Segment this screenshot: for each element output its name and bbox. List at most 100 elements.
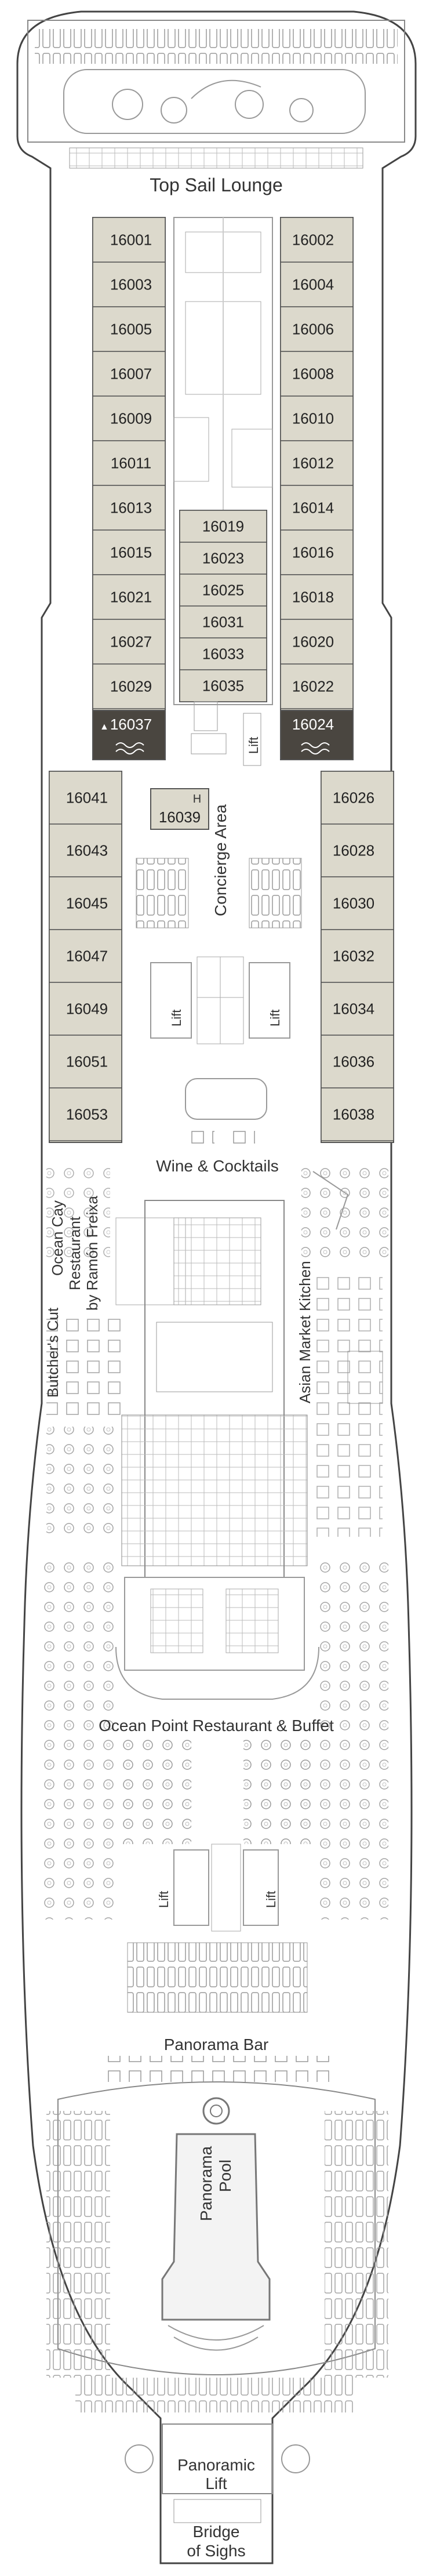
cabin-16012[interactable]: 16012 <box>292 455 334 472</box>
cabin-16051-block[interactable] <box>49 1035 122 1089</box>
left-lower-cabins: 16041 16043 16045 16047 16049 16051 16053 <box>49 771 122 1143</box>
cabin-16038[interactable]: 16038 <box>333 1106 374 1123</box>
cabin-16020-block[interactable] <box>280 619 354 665</box>
bridge-of-sighs-label-2: of Sighs <box>187 2542 245 2560</box>
cabin-16045[interactable]: 16045 <box>66 895 108 912</box>
cabin-16025[interactable]: 16025 <box>202 582 244 599</box>
cabin-16006-block[interactable] <box>280 306 354 352</box>
cabin-16034[interactable]: 16034 <box>333 1000 374 1018</box>
cabin-16039-block[interactable] <box>150 788 209 830</box>
wine-cocktails-label: Wine & Cocktails <box>156 1157 279 1175</box>
bridge-of-sighs-label-1: Bridge <box>193 2523 240 2541</box>
cabin-16023[interactable]: 16023 <box>202 550 244 567</box>
cabin-16010-block[interactable] <box>280 396 354 441</box>
cabin-16031-block[interactable] <box>179 605 267 638</box>
cabin-16018[interactable]: 16018 <box>292 589 334 606</box>
cabin-16003[interactable]: 16003 <box>110 276 152 293</box>
lift-label-mid-right: Lift <box>268 1010 282 1026</box>
cabin-16011[interactable]: 16011 <box>111 455 151 472</box>
cabin-16027[interactable]: 16027 <box>110 633 152 651</box>
cabin-16008-block[interactable] <box>280 351 354 397</box>
cabin-16007[interactable]: 16007 <box>110 365 152 383</box>
cabin-16031[interactable]: 16031 <box>202 614 244 631</box>
cabin-16051[interactable]: 16051 <box>66 1053 108 1071</box>
cabin-16034-block[interactable] <box>321 982 394 1036</box>
cabin-16043[interactable]: 16043 <box>66 842 108 859</box>
cabin-16037-icon: ▲ <box>100 722 109 732</box>
cabin-16005[interactable]: 16005 <box>110 321 152 338</box>
cabin-16025-block[interactable] <box>179 574 267 607</box>
cabin-16003-block[interactable] <box>92 262 166 307</box>
lift-label-mid-left: Lift <box>169 1010 184 1026</box>
cabin-16013-block[interactable] <box>92 485 166 531</box>
cabin-16011-block[interactable] <box>92 440 166 486</box>
cabin-16024-block[interactable] <box>280 710 354 760</box>
cabin-16036[interactable]: 16036 <box>333 1053 374 1071</box>
cabin-16022-block[interactable] <box>280 663 354 709</box>
cabin-16041[interactable]: 16041 <box>66 789 108 807</box>
cabin-16053[interactable]: 16053 <box>66 1106 108 1123</box>
cabin-16039[interactable]: 16039 <box>159 808 201 826</box>
cabin-16033[interactable]: 16033 <box>202 645 244 663</box>
cabin-16014-block[interactable] <box>280 485 354 531</box>
cabin-16036-block[interactable] <box>321 1035 394 1089</box>
cabin-16038-block[interactable] <box>321 1087 394 1141</box>
cabin-16045-block[interactable] <box>49 876 122 930</box>
cabin-16032[interactable]: 16032 <box>333 948 374 965</box>
cabin-16029-block[interactable] <box>92 663 166 709</box>
cabin-16015-block[interactable] <box>92 529 166 575</box>
top-sail-lounge-label: Top Sail Lounge <box>150 175 283 195</box>
cabin-16047-block[interactable] <box>49 929 122 983</box>
cabin-16006[interactable]: 16006 <box>292 321 334 338</box>
cabin-16043-block[interactable] <box>49 823 122 877</box>
cabin-16002-block[interactable] <box>280 217 354 263</box>
cabin-16015[interactable]: 16015 <box>110 544 152 561</box>
cabin-16013[interactable]: 16013 <box>110 499 152 517</box>
right-dining-seating <box>313 1560 388 1920</box>
cabin-16037-block[interactable] <box>92 710 166 760</box>
cabin-16030-block[interactable] <box>321 876 394 930</box>
cabin-16041-block[interactable] <box>49 771 122 825</box>
cabin-16002[interactable]: 16002 <box>292 231 334 249</box>
cabin-16001[interactable]: 16001 <box>110 231 152 249</box>
cabin-16033-block[interactable] <box>179 637 267 670</box>
cabin-16037[interactable]: 16037 <box>110 716 152 733</box>
cabin-16020[interactable]: 16020 <box>292 633 334 651</box>
panorama-bar-seating <box>104 2056 330 2082</box>
cabin-16007-block[interactable] <box>92 351 166 397</box>
cabin-16009[interactable]: 16009 <box>110 410 152 427</box>
cabin-16026-block[interactable] <box>321 771 394 825</box>
cabin-16022[interactable]: 16022 <box>292 678 334 695</box>
asian-market-area <box>301 1166 388 1537</box>
cabin-16018-block[interactable] <box>280 574 354 620</box>
cabin-16010[interactable]: 16010 <box>292 410 334 427</box>
cabin-16021[interactable]: 16021 <box>110 589 152 606</box>
bow-area <box>27 20 405 169</box>
cabin-16001-block[interactable] <box>92 217 166 263</box>
panoramic-lift-area <box>125 2423 310 2523</box>
cabin-16029[interactable]: 16029 <box>110 678 152 695</box>
cabin-16016[interactable]: 16016 <box>292 544 334 561</box>
cabin-16035-block[interactable] <box>179 669 267 702</box>
mid-stairs-lifts <box>136 858 302 1044</box>
cabin-16047[interactable]: 16047 <box>66 948 108 965</box>
cabin-16024[interactable]: 16024 <box>292 716 334 733</box>
cabin-16008[interactable]: 16008 <box>292 365 334 383</box>
cabin-16049[interactable]: 16049 <box>66 1000 108 1018</box>
cabin-16014[interactable]: 16014 <box>292 499 334 517</box>
cabin-16021-block[interactable] <box>92 574 166 620</box>
cabin-16012-block[interactable] <box>280 440 354 486</box>
cabin-16032-block[interactable] <box>321 929 394 983</box>
cabin-16005-block[interactable] <box>92 306 166 352</box>
cabin-16004-block[interactable] <box>280 262 354 307</box>
cabin-16035[interactable]: 16035 <box>202 677 244 695</box>
cabin-16030[interactable]: 16030 <box>333 895 374 912</box>
cabin-16028[interactable]: 16028 <box>333 842 374 859</box>
cabin-16027-block[interactable] <box>92 619 166 665</box>
cabin-16004[interactable]: 16004 <box>292 276 334 293</box>
cabin-16019[interactable]: 16019 <box>202 518 244 535</box>
cabin-16026[interactable]: 16026 <box>333 789 374 807</box>
cabin-16016-block[interactable] <box>280 529 354 575</box>
cabin-16053-block[interactable] <box>49 1087 122 1141</box>
cabin-16023-block[interactable] <box>179 542 267 575</box>
